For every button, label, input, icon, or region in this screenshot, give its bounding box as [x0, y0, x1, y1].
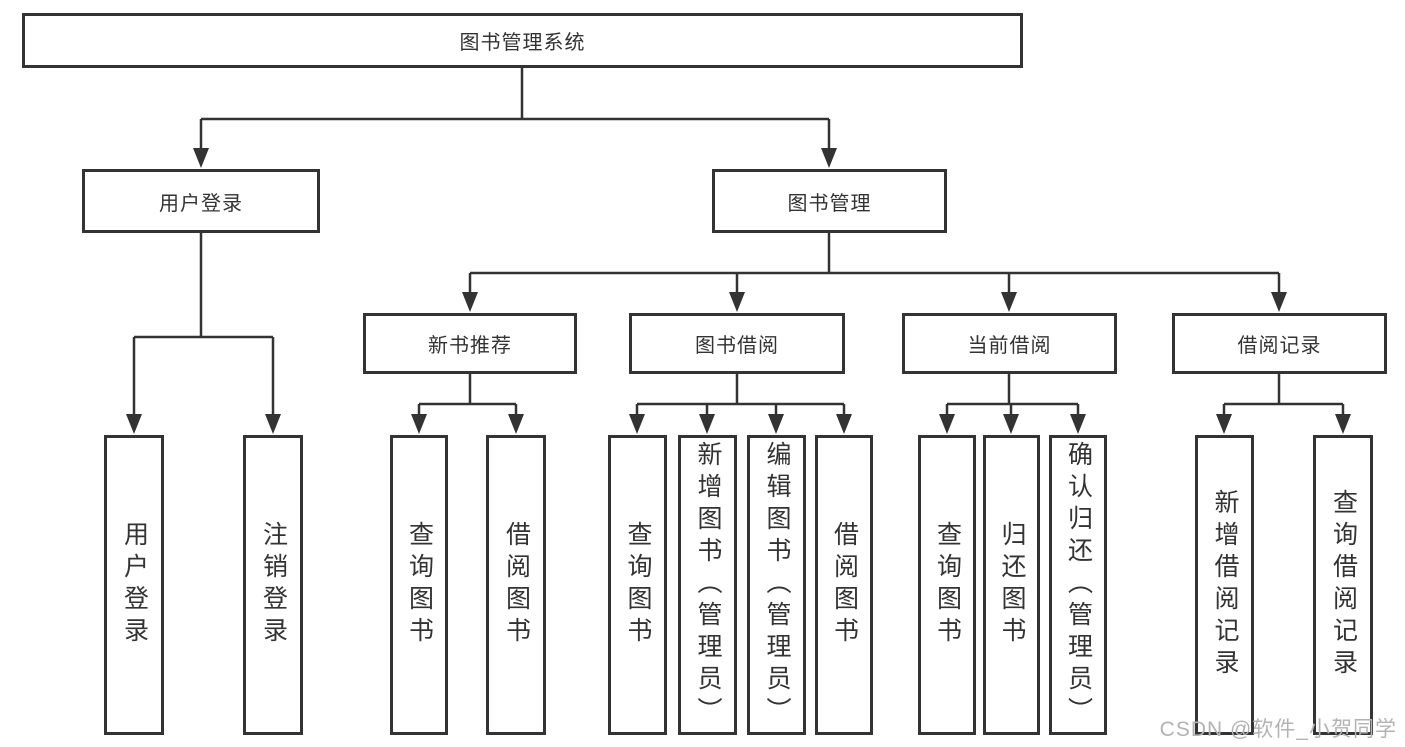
leaf-edit-books-admin: 编辑图书（管理员） [747, 435, 806, 735]
leaf-add-borrow-record: 新增借阅记录 [1195, 435, 1254, 735]
arrowhead-icon [939, 414, 955, 434]
node-label: 新增图书（管理员） [694, 441, 722, 729]
leaf-add-books-admin: 新增图书（管理员） [678, 435, 737, 735]
node-label: 查询借阅记录 [1329, 489, 1358, 681]
leaf-return-books: 归还图书 [983, 435, 1040, 735]
arrowhead-icon [1003, 414, 1019, 434]
node-user-login: 用户登录 [82, 169, 320, 233]
node-label: 查询图书 [933, 521, 962, 649]
node-label: 注销登录 [259, 521, 288, 649]
arrowhead-icon [1001, 292, 1017, 312]
node-label: 借阅图书 [502, 521, 531, 649]
node-book-management: 图书管理 [712, 169, 947, 233]
node-label: 用户登录 [159, 192, 243, 215]
node-label: 查询图书 [405, 521, 434, 649]
leaf-borrow-books: 借阅图书 [815, 435, 873, 735]
leaf-query-books-new: 查询图书 [390, 435, 448, 735]
node-label: 借阅记录 [1237, 335, 1322, 357]
node-label: 新增借阅记录 [1211, 489, 1239, 681]
arrowhead-icon [1335, 414, 1351, 434]
node-label: 图书管理系统 [459, 32, 586, 54]
leaf-logout: 注销登录 [243, 435, 303, 735]
arrowhead-icon [629, 414, 645, 434]
arrowhead-icon [1216, 414, 1232, 434]
leaf-query-books-current: 查询图书 [918, 435, 976, 735]
node-book-borrowing: 图书借阅 [629, 313, 845, 374]
node-library-management-system: 图书管理系统 [22, 13, 1023, 68]
node-new-book-recommendation: 新书推荐 [363, 313, 577, 374]
node-label: 用户登录 [120, 521, 149, 649]
arrowhead-icon [1271, 292, 1287, 312]
node-current-borrowing: 当前借阅 [902, 313, 1117, 374]
node-label: 确认归还（管理员） [1064, 441, 1093, 729]
arrowhead-icon [193, 148, 209, 168]
node-label: 新书推荐 [428, 335, 512, 357]
arrowheads [126, 148, 1351, 434]
leaf-query-borrow-record: 查询借阅记录 [1313, 435, 1373, 735]
arrowhead-icon [462, 292, 478, 312]
arrowhead-icon [508, 414, 524, 434]
node-label: 图书管理 [787, 192, 872, 215]
leaf-query-books-borrow: 查询图书 [608, 435, 667, 735]
arrowhead-icon [729, 292, 745, 312]
arrowhead-icon [699, 414, 715, 434]
leaf-borrow-books-new: 借阅图书 [486, 435, 546, 735]
node-label: 查询图书 [624, 521, 652, 649]
arrowhead-icon [265, 414, 281, 434]
leaf-user-login: 用户登录 [104, 435, 164, 735]
node-label: 借阅图书 [830, 521, 859, 649]
leaf-confirm-return-admin: 确认归还（管理员） [1049, 435, 1107, 735]
node-label: 编辑图书（管理员） [763, 441, 791, 729]
node-label: 归还图书 [998, 521, 1026, 649]
arrowhead-icon [126, 414, 142, 434]
watermark: CSDN @软件_小贺同学 [1159, 718, 1397, 741]
arrowhead-icon [768, 414, 784, 434]
node-label: 图书借阅 [695, 335, 779, 357]
arrowhead-icon [1070, 414, 1086, 434]
node-label: 当前借阅 [967, 335, 1052, 357]
arrowhead-icon [836, 414, 852, 434]
node-borrowing-records: 借阅记录 [1172, 313, 1387, 374]
arrowhead-icon [411, 414, 427, 434]
arrowhead-icon [821, 148, 837, 168]
